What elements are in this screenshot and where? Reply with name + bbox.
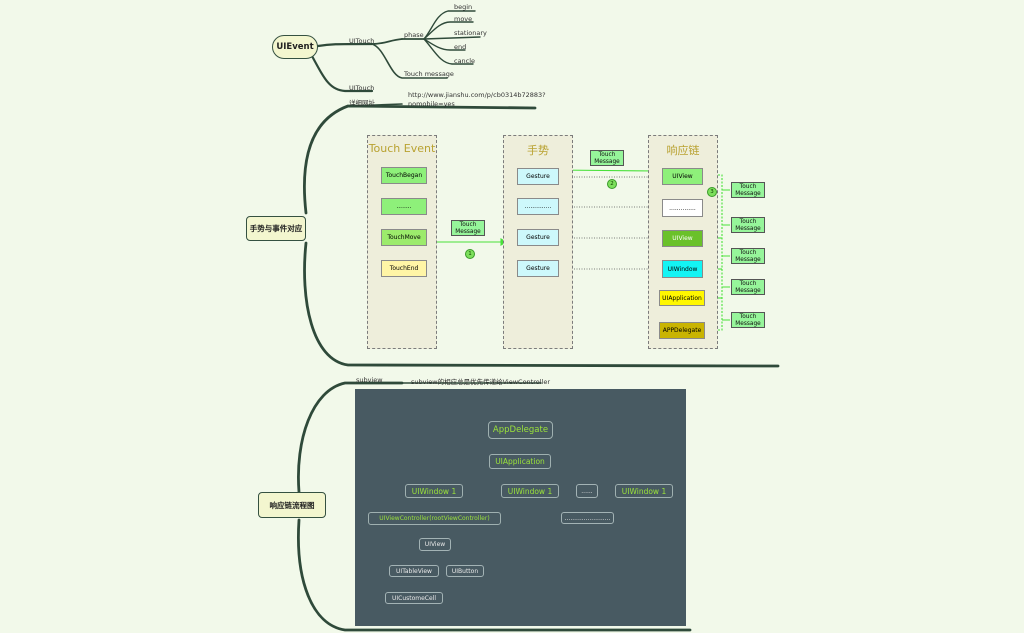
tree-uiwindow-3: UIWindow 1 bbox=[615, 484, 673, 498]
touch-message-tag-7: Touch Message bbox=[731, 312, 765, 328]
topic-uievent[interactable]: UIEvent bbox=[272, 35, 318, 59]
phase-end: end bbox=[454, 43, 467, 51]
gesture-box-1: Gesture bbox=[517, 168, 559, 185]
gesture-box-dots: .............. bbox=[517, 198, 559, 215]
touch-message-tag-2: Touch Message bbox=[590, 150, 624, 166]
chain-uiview-1: UIView bbox=[662, 168, 703, 185]
step-number-3: 3 bbox=[707, 187, 717, 197]
gesture-title: 手势 bbox=[527, 144, 549, 157]
step-number-1: 1 bbox=[465, 249, 475, 259]
tree-viewcontroller: UIViewController(rootViewController) bbox=[368, 512, 501, 525]
phase-label: phase bbox=[404, 31, 424, 39]
touch-message-label: Touch message bbox=[404, 70, 454, 78]
tree-appdelegate: AppDelegate bbox=[488, 421, 553, 439]
topic-responder-flow[interactable]: 响应链流程图 bbox=[258, 492, 326, 518]
detail-url-link-2[interactable]: nomobile=yes bbox=[408, 100, 455, 108]
responder-tree-image bbox=[355, 389, 686, 626]
subview-label: subview bbox=[356, 376, 383, 384]
phase-move: move bbox=[454, 15, 473, 23]
phase-cancle: cancle bbox=[454, 57, 476, 65]
tree-customecell: UICustomeCell bbox=[385, 592, 443, 604]
topic-gesture-event[interactable]: 手势与事件对应 bbox=[246, 216, 306, 241]
touch-message-tag-3: Touch Message bbox=[731, 182, 765, 198]
phase-begin: begin bbox=[454, 3, 473, 11]
phase-stationary: stationary bbox=[454, 29, 487, 37]
chain-uiview-2: UIView bbox=[662, 230, 703, 247]
touch-message-tag-1: Touch Message bbox=[451, 220, 485, 236]
tree-uiwindow-1: UIWindow 1 bbox=[405, 484, 463, 498]
tree-dots-box: ........................ bbox=[561, 512, 614, 524]
touch-message-tag-6: Touch Message bbox=[731, 279, 765, 295]
detail-url-label: 详细网址 bbox=[349, 99, 375, 107]
tree-uiwindow-2: UIWindow 1 bbox=[501, 484, 559, 498]
touchmove-box: TouchMove bbox=[381, 229, 427, 246]
touchbegan-box: TouchBegan bbox=[381, 167, 427, 184]
touch-message-tag-5: Touch Message bbox=[731, 248, 765, 264]
chain-appdelegate: APPDelegate bbox=[659, 322, 705, 339]
touch-dots-box: ........ bbox=[381, 198, 427, 215]
tree-uibutton: UIButton bbox=[446, 565, 484, 577]
tree-uitableview: UITableView bbox=[389, 565, 439, 577]
gesture-box-3: Gesture bbox=[517, 260, 559, 277]
tree-uiview: UIView bbox=[419, 538, 451, 551]
tree-window-dots: ...... bbox=[576, 484, 598, 498]
subview-description: subview的相应总是优先传递给ViewController bbox=[411, 378, 550, 386]
step-number-2: 2 bbox=[607, 179, 617, 189]
responder-chain-title: 响应链 bbox=[666, 144, 700, 157]
touchend-box: TouchEnd bbox=[381, 260, 427, 277]
uitouch-label: UITouch bbox=[349, 37, 375, 45]
gesture-box-2: Gesture bbox=[517, 229, 559, 246]
chain-uiapplication: UIApplication bbox=[659, 290, 705, 306]
touch-message-tag-4: Touch Message bbox=[731, 217, 765, 233]
detail-url-link-1[interactable]: http://www.jianshu.com/p/cb0314b72883? bbox=[408, 91, 546, 99]
chain-dots: .............. bbox=[662, 199, 703, 217]
touch-event-title: Touch Event bbox=[368, 142, 436, 155]
chain-uiwindow: UIWindow bbox=[662, 260, 703, 278]
uitouch-label-2: UITouch bbox=[349, 84, 375, 92]
tree-uiapplication: UIApplication bbox=[489, 454, 551, 469]
